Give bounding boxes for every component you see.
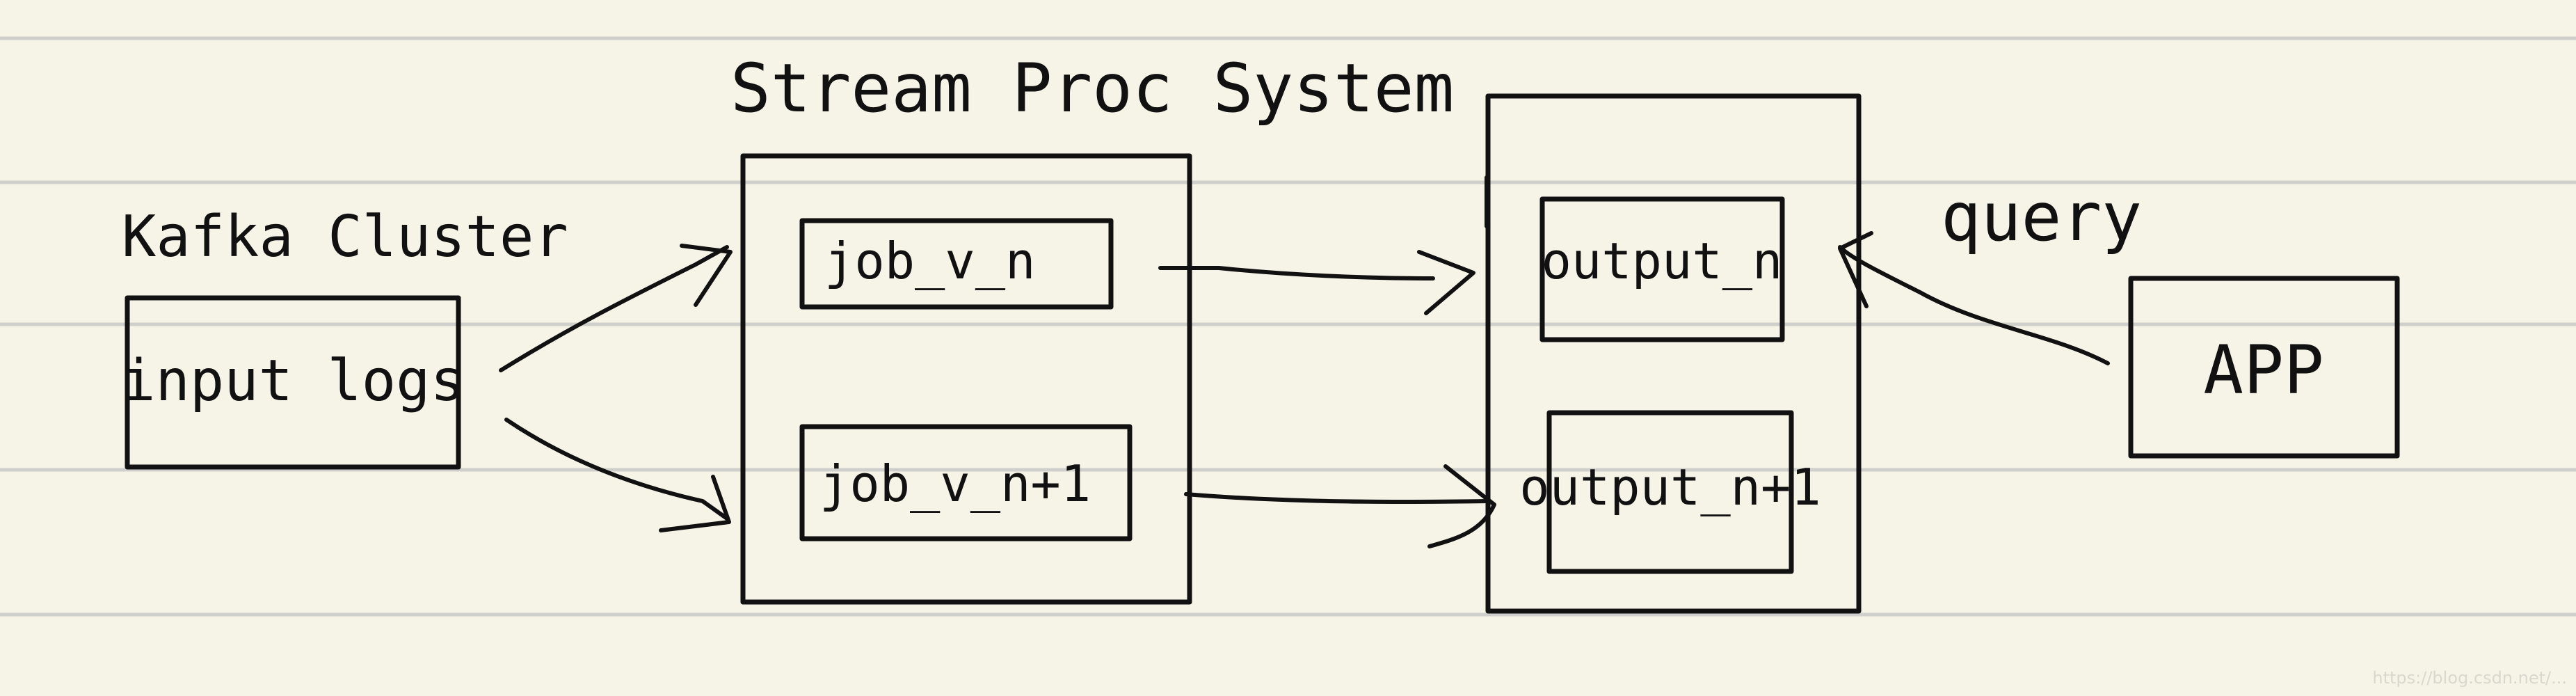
app-label: APP bbox=[2203, 331, 2323, 409]
input-logs-label: input logs bbox=[121, 348, 465, 414]
job-v-n-plus-1-box[interactable] bbox=[799, 424, 1133, 541]
output-n-plus-1-box[interactable] bbox=[1546, 410, 1794, 574]
job-v-n-plus-1-label: job_v_n+1 bbox=[819, 454, 1091, 513]
input-logs-box[interactable] bbox=[125, 295, 461, 470]
stream-proc-system-box bbox=[740, 153, 1192, 605]
output-n-plus-1-label: output_n+1 bbox=[1519, 458, 1821, 516]
app-box[interactable] bbox=[2128, 276, 2400, 459]
output-n-box[interactable] bbox=[1539, 196, 1785, 342]
job-v-n-label: job_v_n bbox=[824, 232, 1035, 290]
job-v-n-box[interactable] bbox=[799, 218, 1114, 310]
arrow-kafka-to-job-v-n bbox=[499, 244, 733, 372]
watermark: https://blog.csdn.net/... bbox=[2372, 668, 2567, 688]
query-label: query bbox=[1941, 178, 2142, 256]
arrow-kafka-to-job-v-n-plus-1 bbox=[504, 418, 731, 532]
arrow-app-query-to-output-n bbox=[1838, 231, 2110, 365]
stream-proc-system-title: Stream Proc System bbox=[730, 49, 1454, 127]
kafka-cluster-heading: Kafka Cluster bbox=[122, 204, 568, 270]
arrow-job-v-n-to-output-n bbox=[1158, 250, 1475, 315]
serving-layer-box bbox=[1485, 93, 1862, 614]
ruled-lines bbox=[0, 36, 2576, 617]
output-n-label: output_n bbox=[1542, 232, 1783, 290]
arrow-job-v-n-plus-1-to-output-n-plus-1 bbox=[1184, 464, 1496, 548]
